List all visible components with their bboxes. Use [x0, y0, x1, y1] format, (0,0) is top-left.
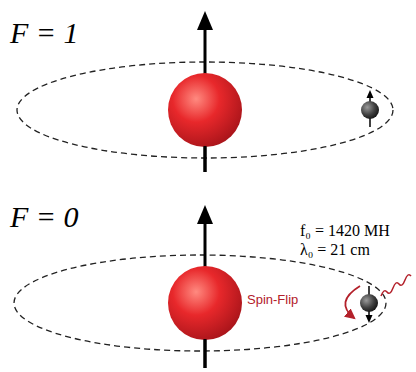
wavelength-label: λ₀ = 21 cm [298, 241, 372, 259]
proton-spin-arrowhead [197, 11, 213, 30]
electron-sphere [361, 101, 379, 119]
electron-sphere [360, 294, 378, 312]
frequency-label: f₀ = 1420 MH [298, 222, 392, 240]
electron-orbit [14, 255, 386, 351]
proton-sphere [168, 266, 242, 340]
spin-flip-arrow [345, 286, 360, 318]
proton-spin-axis [204, 146, 207, 172]
photon-wave [381, 275, 411, 296]
proton-spin-axis [204, 339, 207, 368]
state-label: F = 1 [10, 16, 79, 49]
electron-spin-arrowhead [367, 90, 374, 98]
proton-spin-arrowhead [197, 205, 213, 224]
state-label: F = 0 [10, 200, 79, 233]
spin-flip-label: Spin-Flip [247, 293, 298, 307]
proton-sphere [168, 73, 242, 147]
electron-spin-arrowhead [366, 315, 373, 323]
electron-orbit [17, 62, 393, 158]
